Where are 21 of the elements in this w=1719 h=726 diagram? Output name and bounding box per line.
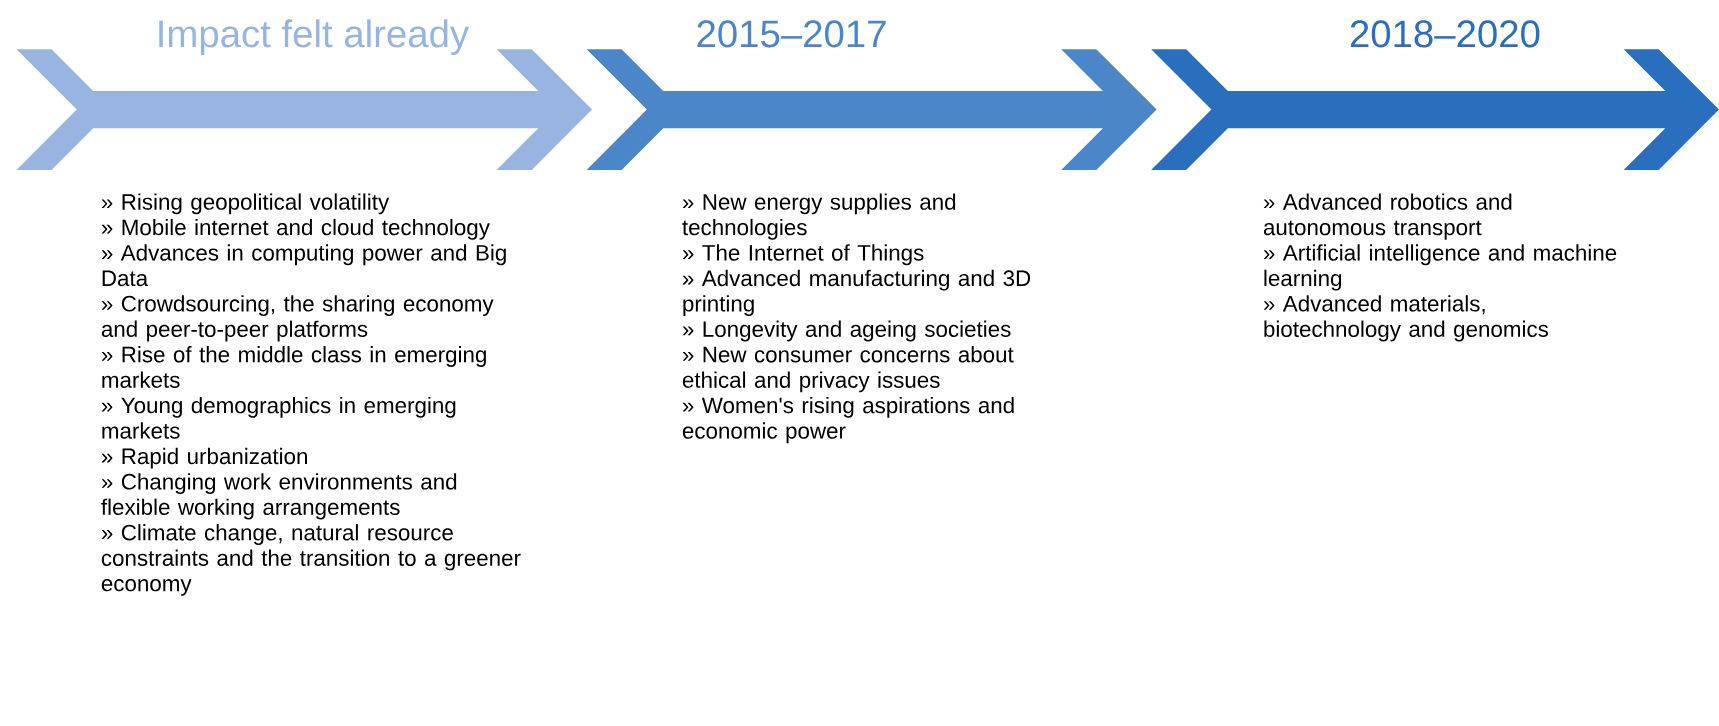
bullet-item: » Advanced manufacturing and 3D printing [682, 269, 1031, 317]
bullet-item: » Artificial intelligence and machine learning [1263, 244, 1617, 291]
bullet-item: » Longevity and ageing societies [682, 320, 1011, 342]
bullet-item: » Rise of the middle class in emerging markets [101, 346, 486, 388]
bullet-item: » Rapid urbanization [101, 447, 307, 469]
bullet-item: » Changing work environments and flexible working arrangements [101, 473, 457, 520]
bullet-item: » Mobile internet and cloud technology [101, 219, 490, 240]
phase-heading: 2015–2017 [697, 20, 886, 48]
bullet-item: » Advanced materials, biotechnology and genomics [1263, 295, 1549, 342]
bullet-item: » Young demographics in emerging markets [101, 397, 456, 439]
bullet-item: » Advances in computing power and Big Data [101, 244, 506, 287]
bullet-item: » Rising geopolitical volatility [101, 193, 390, 215]
bullet-item: » Crowdsourcing, the sharing economy and peer-to-peer platforms [101, 295, 494, 342]
bullet-item: » Advanced robotics and autonomous transport [1263, 193, 1512, 240]
bullet-item: » New consumer concerns about ethical and privacy issues [682, 346, 1014, 393]
bullet-item: » Climate change, natural resource constraints and the transition to a greener economy [101, 524, 521, 596]
bullet-item: » New energy supplies and technologies [682, 193, 956, 240]
phase-heading: Impact felt already [159, 19, 470, 56]
phase-heading: 2018–2020 [1350, 20, 1540, 48]
bullet-item: » Women's rising aspirations and economic power [682, 397, 1014, 444]
bullet-item: » The Internet of Things [682, 244, 924, 266]
